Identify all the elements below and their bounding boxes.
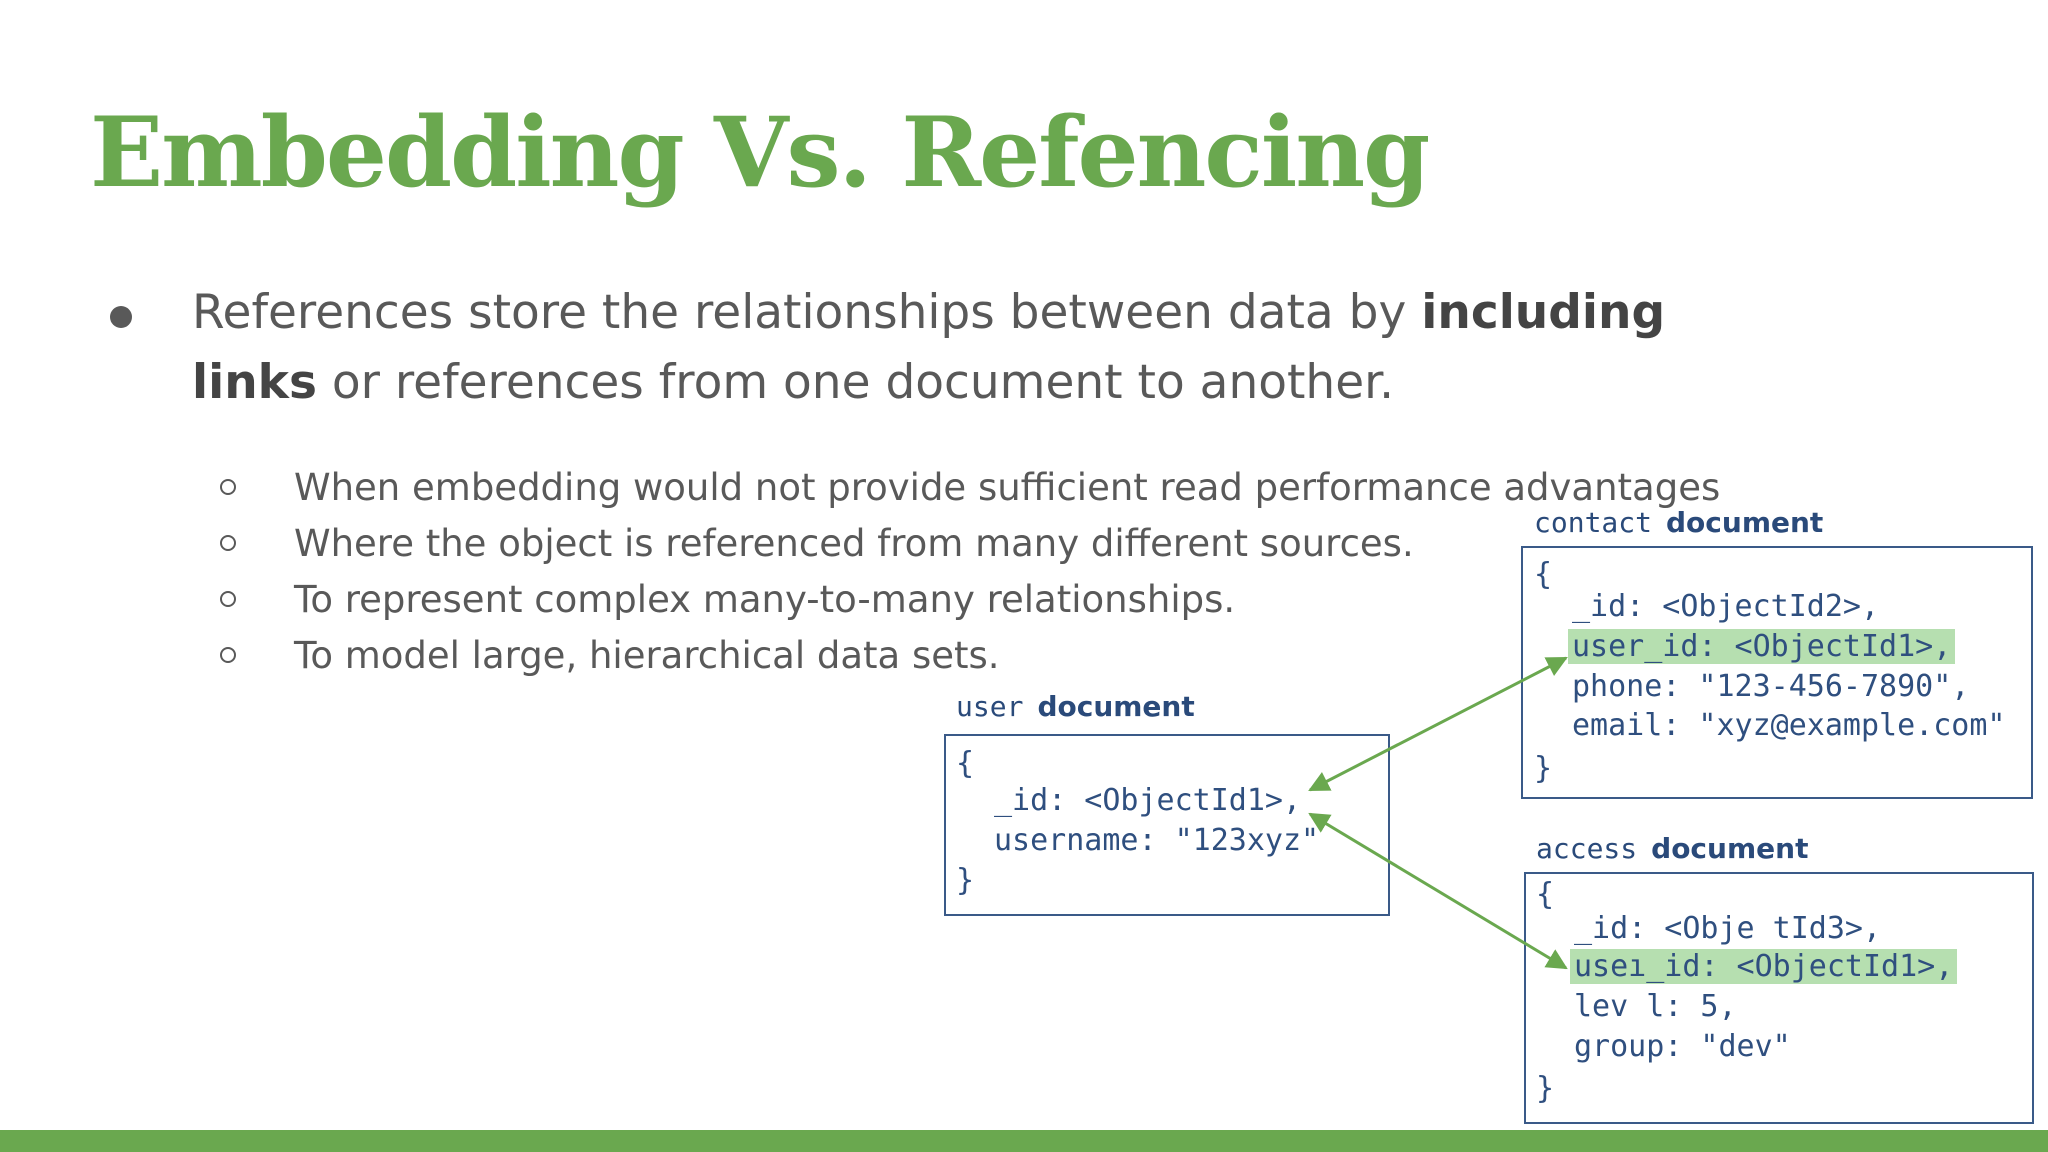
slide-title: Embedding Vs. Refencing xyxy=(90,96,1430,209)
code-line: phone: "123-456-7890", xyxy=(1572,669,1970,704)
code-line: { xyxy=(956,746,975,781)
sub-bullet: To represent complex many-to-many relati… xyxy=(220,572,1720,628)
sub-bullet: Where the object is referenced from many… xyxy=(220,516,1720,572)
code-line: group: "dev" xyxy=(1574,1029,1791,1064)
footer-accent-bar xyxy=(0,1130,2048,1152)
code-line-highlighted: useı_id: <ObjeсtId1>, xyxy=(1570,948,1958,986)
code-line: _id: <Obje tId3>, xyxy=(1574,911,1882,946)
code-line: email: "xyz@example.com" xyxy=(1572,708,2006,743)
access-document-box xyxy=(1524,872,2034,1124)
main-bullet-text: References store the relationships betwe… xyxy=(192,285,1666,410)
code-line: } xyxy=(956,863,975,898)
arrow-user-contact xyxy=(1308,656,1568,792)
hollow-circle-icon xyxy=(220,535,236,551)
code-line: lev l: 5, xyxy=(1574,989,1737,1024)
hollow-circle-icon xyxy=(220,479,236,495)
code-line: _id: <ObjectId1>, xyxy=(994,783,1302,818)
code-line: { xyxy=(1534,557,1553,592)
hollow-circle-icon xyxy=(220,591,236,607)
bold-phrase: including links xyxy=(192,285,1666,410)
code-line: } xyxy=(1536,1071,1555,1106)
sub-bullet-list: When embedding would not provide suffici… xyxy=(220,460,1720,684)
arrow-user-access xyxy=(1308,812,1568,970)
contact-document-box xyxy=(1521,546,2033,799)
main-bullet: References store the relationships betwe… xyxy=(110,278,1790,418)
sub-bullet: When embedding would not provide suffici… xyxy=(220,460,1720,516)
hollow-circle-icon xyxy=(220,647,236,663)
bullet-dot-icon xyxy=(110,306,132,328)
code-line-highlighted: user_id: <ObjectId1>, xyxy=(1568,628,1956,666)
code-line: _id: <ObjectId2>, xyxy=(1572,589,1880,624)
code-line: username: "123xyz" xyxy=(994,823,1320,858)
sub-bullet: To model large, hierarchical data sets. xyxy=(220,628,1720,684)
